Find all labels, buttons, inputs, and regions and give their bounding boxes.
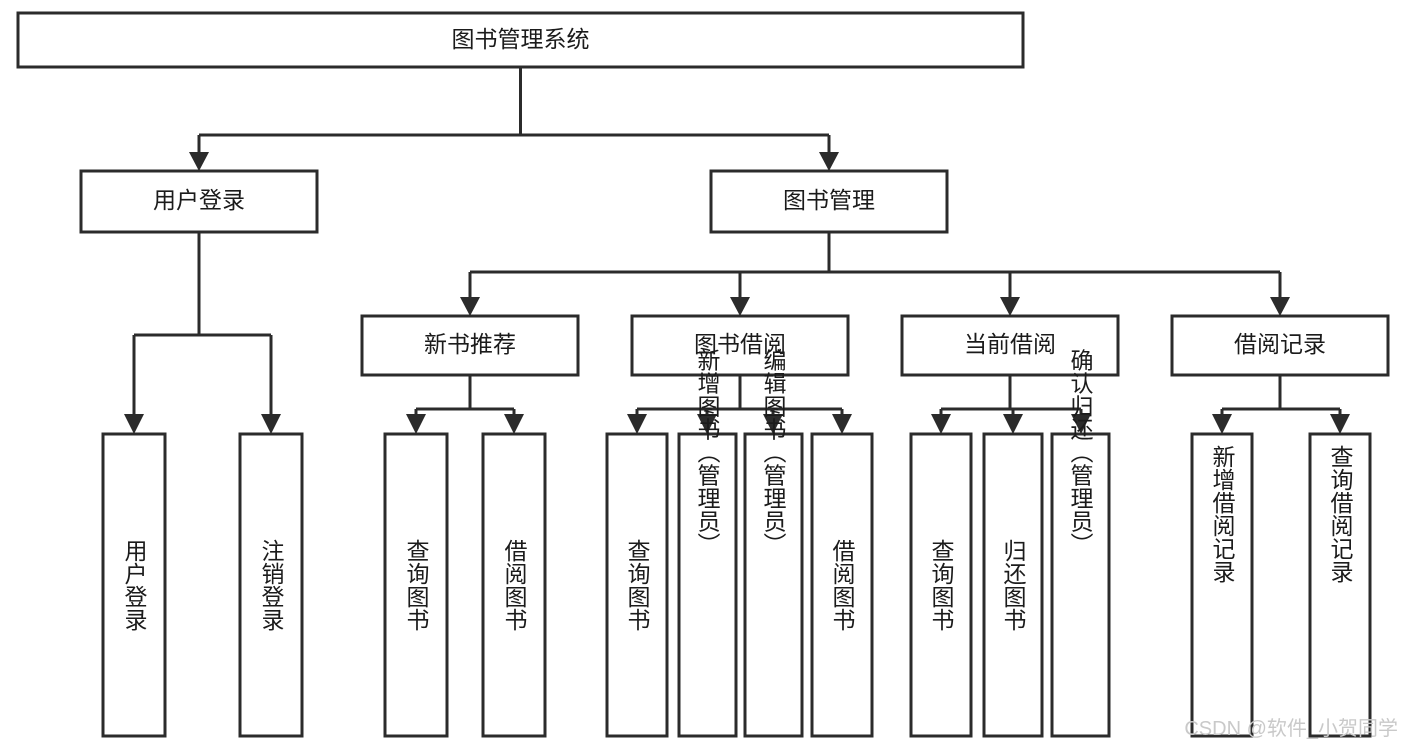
- leaf-borrow-book-1[interactable]: 借阅图书: [481, 432, 547, 738]
- arrow-head-leaf-query-book-2: [627, 414, 647, 434]
- leaf-confirm-return-label: 确认归还（管理员）: [1067, 349, 1094, 556]
- node-root-box[interactable]: [16, 11, 1025, 69]
- arrow-head-leaf-query-borrow-record: [1330, 414, 1350, 434]
- leaf-borrow-book-2-box[interactable]: [810, 432, 874, 738]
- leaf-logout[interactable]: 注销登录: [238, 432, 304, 738]
- leaf-user-login-box[interactable]: [101, 432, 167, 738]
- node-book-manage[interactable]: 图书管理: [709, 169, 949, 234]
- node-user-login-box[interactable]: [79, 169, 319, 234]
- leaf-logout-box[interactable]: [238, 432, 304, 738]
- leaf-return-book-box[interactable]: [982, 432, 1044, 738]
- leaf-add-book-admin[interactable]: 新增图书（管理员）: [677, 349, 738, 738]
- leaf-edit-book-admin-label: 编辑图书（管理员）: [760, 349, 787, 556]
- node-user-login[interactable]: 用户登录: [79, 169, 319, 234]
- leaf-add-borrow-record[interactable]: 新增借阅记录: [1190, 432, 1254, 738]
- arrow-head-book-manage: [819, 152, 839, 171]
- arrow-head-current-borrow: [1000, 297, 1020, 316]
- arrow-head-new-book-recommend: [460, 297, 480, 316]
- leaf-borrow-book-2-label: 借阅图书: [829, 539, 856, 631]
- leaf-confirm-return[interactable]: 确认归还（管理员）: [1050, 349, 1111, 738]
- leaf-user-login[interactable]: 用户登录: [101, 432, 167, 738]
- leaf-borrow-book-1-box[interactable]: [481, 432, 547, 738]
- arrow-head-book-borrow: [730, 297, 750, 316]
- node-new-book-recommend[interactable]: 新书推荐: [360, 314, 580, 377]
- csdn-watermark: CSDN @软件_小贺同学: [1184, 717, 1398, 740]
- arrow-head-leaf-add-borrow-record: [1212, 414, 1232, 434]
- arrow-head-leaf-borrow-book-2: [832, 414, 852, 434]
- arrow-head-leaf-confirm-return: [1071, 414, 1091, 434]
- node-book-borrow-box[interactable]: [630, 314, 850, 377]
- leaf-query-book-2-label: 查询图书: [624, 539, 651, 631]
- arrow-head-leaf-user-login: [124, 414, 144, 434]
- leaf-add-borrow-record-box[interactable]: [1190, 432, 1254, 738]
- leaf-confirm-return-box[interactable]: [1050, 432, 1111, 738]
- leaf-query-borrow-record-box[interactable]: [1308, 432, 1372, 738]
- leaf-query-book-1-box[interactable]: [383, 432, 449, 738]
- leaf-user-login-label: 用户登录: [121, 539, 148, 631]
- leaf-return-book[interactable]: 归还图书: [982, 432, 1044, 738]
- node-current-borrow[interactable]: 当前借阅: [900, 314, 1120, 377]
- leaf-query-book-1[interactable]: 查询图书: [383, 432, 449, 738]
- leaf-add-borrow-record-label: 新增借阅记录: [1209, 445, 1236, 583]
- arrow-head-borrow-record: [1270, 297, 1290, 316]
- node-new-book-recommend-label: 新书推荐: [424, 331, 516, 357]
- arrow-head-leaf-query-book-3: [931, 414, 951, 434]
- node-borrow-record[interactable]: 借阅记录: [1170, 314, 1390, 377]
- leaf-query-book-2[interactable]: 查询图书: [605, 432, 669, 738]
- arrow-head-leaf-return-book: [1003, 414, 1023, 434]
- arrow-head-leaf-logout: [261, 414, 281, 434]
- arrow-head-leaf-edit-book-admin: [763, 414, 783, 434]
- leaf-add-book-admin-box[interactable]: [677, 432, 738, 738]
- node-book-borrow[interactable]: 图书借阅: [630, 314, 850, 377]
- leaf-query-book-3-box[interactable]: [909, 432, 973, 738]
- leaf-edit-book-admin-box[interactable]: [743, 432, 804, 738]
- node-current-borrow-box[interactable]: [900, 314, 1120, 377]
- node-new-book-recommend-box[interactable]: [360, 314, 580, 377]
- leaf-add-book-admin-label: 新增图书（管理员）: [694, 349, 721, 556]
- leaf-query-borrow-record[interactable]: 查询借阅记录: [1308, 432, 1372, 738]
- arrow-head-user-login: [189, 152, 209, 171]
- connector-layer: [124, 67, 1350, 434]
- arrow-head-leaf-borrow-book-1: [504, 414, 524, 434]
- arrow-head-leaf-add-book-admin: [697, 414, 717, 434]
- leaf-query-book-2-box[interactable]: [605, 432, 669, 738]
- node-book-borrow-label: 图书借阅: [694, 331, 786, 357]
- leaf-query-book-1-label: 查询图书: [403, 539, 430, 631]
- leaf-borrow-book-2[interactable]: 借阅图书: [810, 432, 874, 738]
- node-book-manage-label: 图书管理: [783, 187, 875, 213]
- leaf-query-book-3[interactable]: 查询图书: [909, 432, 973, 738]
- leaf-query-book-3-label: 查询图书: [928, 539, 955, 631]
- node-root-label: 图书管理系统: [452, 26, 590, 52]
- leaf-return-book-label: 归还图书: [1000, 539, 1027, 631]
- node-borrow-record-box[interactable]: [1170, 314, 1390, 377]
- leaf-borrow-book-1-label: 借阅图书: [501, 539, 528, 631]
- leaf-logout-label: 注销登录: [258, 539, 285, 631]
- node-borrow-record-label: 借阅记录: [1234, 331, 1326, 357]
- leaf-edit-book-admin[interactable]: 编辑图书（管理员）: [743, 349, 804, 738]
- arrow-head-leaf-query-book-1: [406, 414, 426, 434]
- node-current-borrow-label: 当前借阅: [964, 331, 1056, 357]
- node-book-manage-box[interactable]: [709, 169, 949, 234]
- leaf-query-borrow-record-label: 查询借阅记录: [1327, 445, 1354, 583]
- node-user-login-label: 用户登录: [153, 187, 245, 213]
- node-root[interactable]: 图书管理系统: [16, 11, 1025, 69]
